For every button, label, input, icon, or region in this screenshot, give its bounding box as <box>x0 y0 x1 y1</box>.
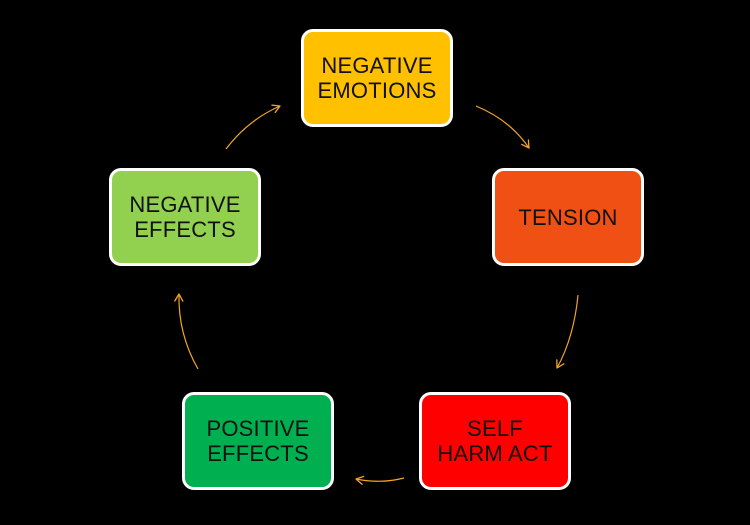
node-negative-effects: NEGATIVE EFFECTS <box>109 168 261 266</box>
arrow-positive-effects-to-negative-effects <box>174 293 199 370</box>
node-label-line: NEGATIVE <box>129 192 241 217</box>
node-label-line: NEGATIVE <box>321 53 433 78</box>
node-tension: TENSION <box>492 168 644 266</box>
node-positive-effects: POSITIVE EFFECTS <box>182 392 334 490</box>
node-negative-emotions: NEGATIVE EMOTIONS <box>301 29 453 127</box>
node-label-line: TENSION <box>518 204 618 230</box>
arrow-negative-effects-to-negative-emotions <box>225 104 281 150</box>
node-label-line: POSITIVE <box>206 416 310 441</box>
node-label-line: HARM ACT <box>437 441 553 466</box>
node-self-harm-act: SELF HARM ACT <box>419 392 571 490</box>
node-label-line: EFFECTS <box>207 441 309 466</box>
arrow-negative-emotions-to-tension <box>475 105 530 149</box>
node-label-line: EFFECTS <box>134 217 236 242</box>
arrow-self-harm-act-to-positive-effects <box>355 475 405 485</box>
node-label-line: SELF <box>467 416 523 441</box>
arrow-tension-to-self-harm-act <box>556 294 579 369</box>
node-label-line: EMOTIONS <box>317 78 437 103</box>
